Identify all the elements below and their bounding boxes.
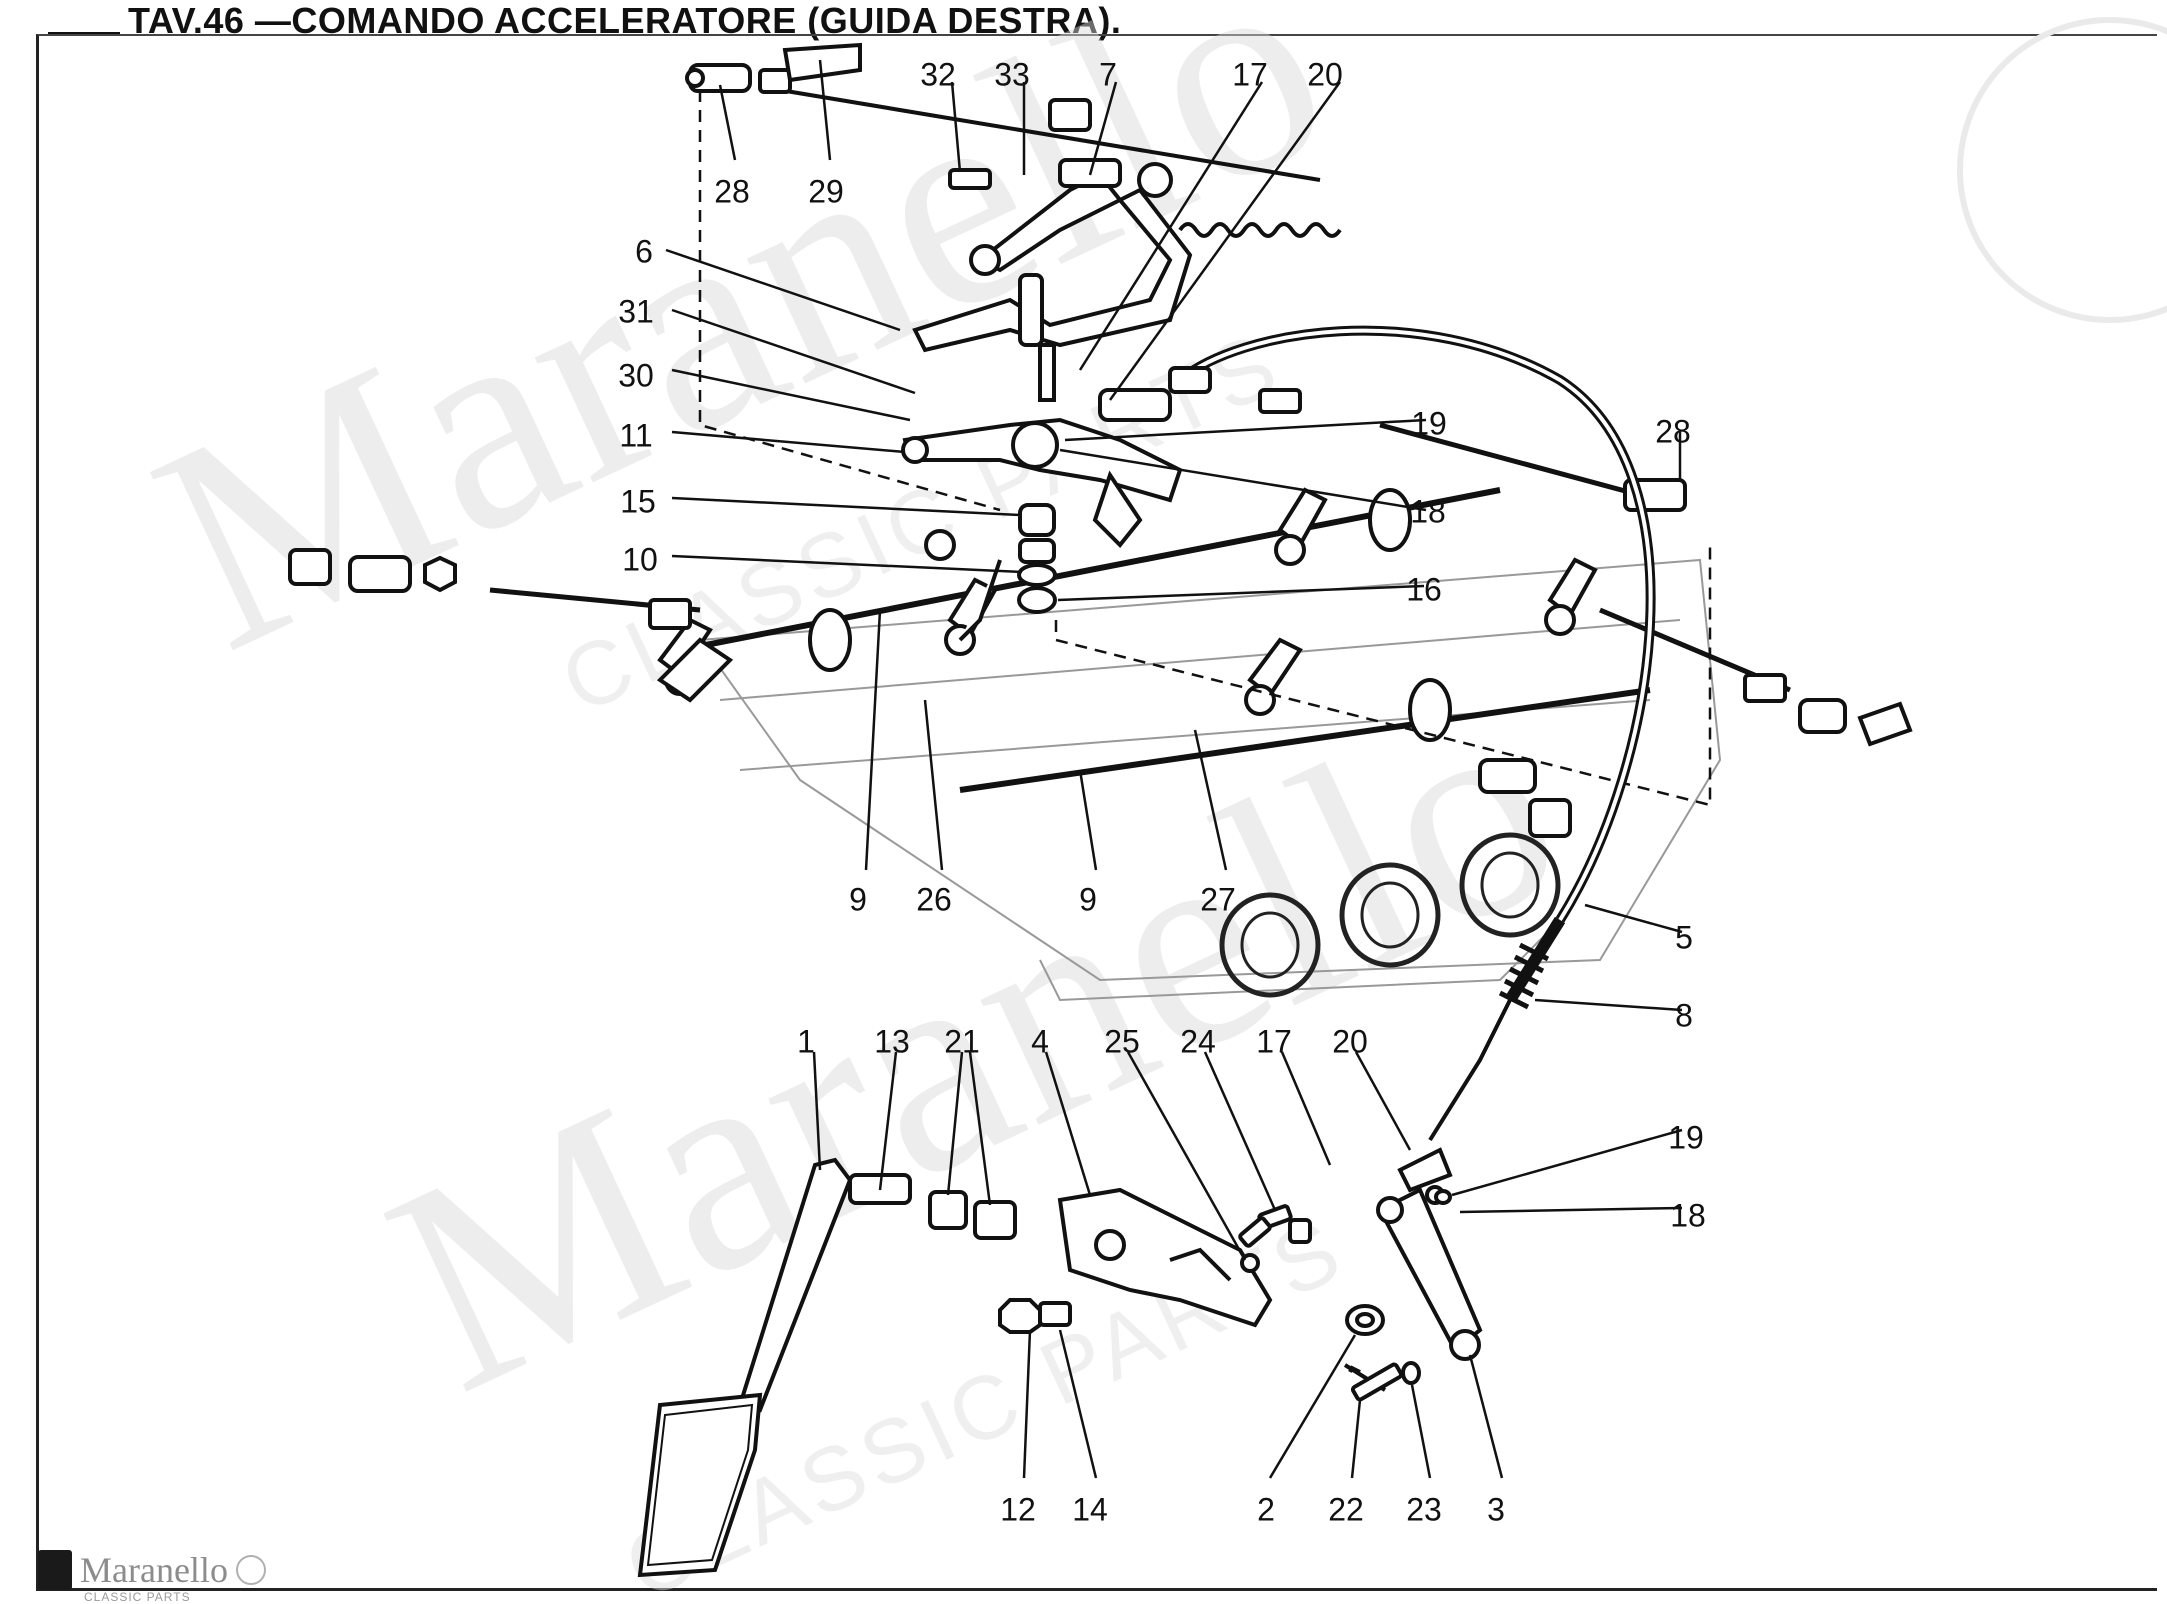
callout-c9b: 9 xyxy=(1079,881,1097,917)
callout-c17a: 17 xyxy=(1232,56,1268,92)
lever-6 xyxy=(912,187,1193,353)
callout-c8: 8 xyxy=(1675,997,1693,1033)
cable-spring-8 xyxy=(1498,942,1550,1010)
callout-c11: 11 xyxy=(619,417,652,453)
callout-c33: 33 xyxy=(994,56,1030,92)
callout-c20b: 20 xyxy=(1332,1023,1368,1059)
pedal-lever-3 xyxy=(1376,1147,1483,1361)
callout-c4: 4 xyxy=(1031,1023,1049,1059)
top-lever-assembly xyxy=(901,162,1193,548)
callout-c27: 27 xyxy=(1200,881,1236,917)
callout-c32: 32 xyxy=(920,56,956,92)
callout-c16: 16 xyxy=(1406,571,1442,607)
callout-c6: 6 xyxy=(635,233,653,269)
callout-c31: 31 xyxy=(618,293,654,329)
callout-c9a: 9 xyxy=(849,881,867,917)
title-dash xyxy=(48,32,120,35)
callout-c5: 5 xyxy=(1675,919,1693,955)
callout-c3: 3 xyxy=(1487,1491,1505,1527)
linkage-rod-top xyxy=(779,88,1321,182)
logo-brand: Maranello xyxy=(80,1550,228,1590)
prancing-horse-icon xyxy=(38,1550,72,1590)
leader-lines xyxy=(665,59,1683,1479)
callout-c12: 12 xyxy=(1000,1491,1036,1527)
callout-c25: 25 xyxy=(1104,1023,1140,1059)
left-fittings xyxy=(288,548,734,703)
intake-port-3 xyxy=(1459,832,1561,938)
callout-c21: 21 xyxy=(944,1023,980,1059)
callout-c22: 22 xyxy=(1328,1491,1364,1527)
linkage-rod-mid xyxy=(1379,422,1641,498)
callout-c26: 26 xyxy=(916,881,952,917)
callout-c24: 24 xyxy=(1180,1023,1216,1059)
top-cable-ends xyxy=(685,42,1122,190)
trident-badge-icon xyxy=(235,1555,266,1585)
callout-c14: 14 xyxy=(1072,1491,1108,1527)
callout-c19a: 19 xyxy=(1411,405,1447,441)
callout-c15: 15 xyxy=(620,483,656,519)
callout-c20a: 20 xyxy=(1307,56,1343,92)
callout-c13: 13 xyxy=(874,1023,910,1059)
callout-c23: 23 xyxy=(1406,1491,1442,1527)
callout-c18b: 18 xyxy=(1670,1197,1706,1233)
right-fittings xyxy=(1258,388,1913,838)
lever-7 xyxy=(976,172,1124,273)
diagram-frame xyxy=(36,34,2157,1591)
callout-c30: 30 xyxy=(618,357,654,393)
callout-c18a: 18 xyxy=(1410,493,1446,529)
watermark-badge xyxy=(1957,17,2167,323)
pivot-stack xyxy=(924,503,1057,642)
callout-c28a: 28 xyxy=(714,173,750,209)
throttle-shaft-lower xyxy=(959,687,1651,793)
callout-c2: 2 xyxy=(1257,1491,1275,1527)
callout-c1: 1 xyxy=(797,1023,815,1059)
callout-c17b: 17 xyxy=(1256,1023,1292,1059)
logo-sub: CLASSIC PARTS xyxy=(84,1590,191,1604)
callout-c7: 7 xyxy=(1099,56,1117,92)
callout-c19b: 19 xyxy=(1668,1119,1704,1155)
pedal-bracket xyxy=(1057,1187,1273,1328)
intake-ports xyxy=(1219,832,1561,998)
callout-c29: 29 xyxy=(808,173,844,209)
intake-port-2 xyxy=(1339,862,1441,968)
intake-port-1 xyxy=(1219,892,1321,998)
bottom-hardware xyxy=(998,1189,1452,1402)
return-spring xyxy=(1178,222,1342,238)
callout-c10: 10 xyxy=(622,541,658,577)
throttle-cable xyxy=(1098,325,1656,1142)
maranello-logo: Maranello xyxy=(38,1545,266,1595)
callout-c28b: 28 xyxy=(1655,413,1691,449)
watermark: Maranello Maranello CLASSIC PARTS CLASSI… xyxy=(112,0,2167,1604)
